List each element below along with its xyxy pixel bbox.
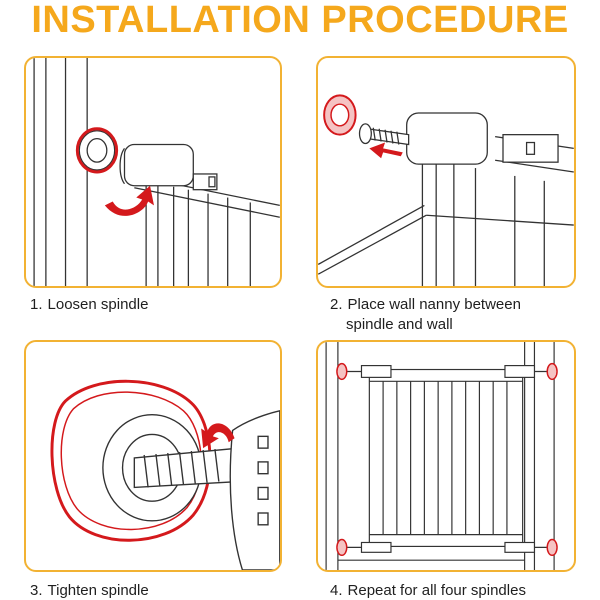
- step-4-number: 4.: [330, 582, 343, 599]
- step-1-text: Loosen spindle: [47, 296, 149, 313]
- step-3-drawing: [50, 379, 280, 570]
- step-2-caption: 2.Place wall nanny between spindle and w…: [330, 295, 521, 335]
- step-2-drawing: [318, 94, 574, 286]
- step-4-drawing: [325, 342, 558, 570]
- step-3-number: 3.: [30, 582, 43, 599]
- step-2-illustration: [316, 56, 576, 288]
- rotate-arrow-icon: [201, 423, 235, 449]
- step-4-illustration: [316, 340, 576, 572]
- wall-pad-marker: [75, 127, 119, 174]
- insert-arrow-icon: [369, 142, 403, 159]
- step-1-illustration: [24, 56, 282, 288]
- step-1-drawing: [33, 58, 280, 286]
- rotate-arrow-icon: [104, 185, 154, 216]
- gate-icon: [336, 362, 558, 556]
- step-1-caption: 1.Loosen spindle: [30, 295, 148, 315]
- step-2-number: 2.: [330, 296, 343, 313]
- page-title: INSTALLATION PROCEDURE: [31, 0, 569, 41]
- wall-nanny-icon: [323, 94, 357, 136]
- step-3-text: Tighten spindle: [47, 582, 149, 599]
- step-2-text-line1: Place wall nanny between: [347, 296, 521, 313]
- step-3-illustration: [24, 340, 282, 572]
- step-4-caption: 4.Repeat for all four spindles: [330, 581, 526, 600]
- step-4-text: Repeat for all four spindles: [347, 582, 526, 599]
- step-1-number: 1.: [30, 296, 43, 313]
- step-2-text-line2: spindle and wall: [346, 316, 453, 333]
- step-3-caption: 3.Tighten spindle: [30, 581, 149, 600]
